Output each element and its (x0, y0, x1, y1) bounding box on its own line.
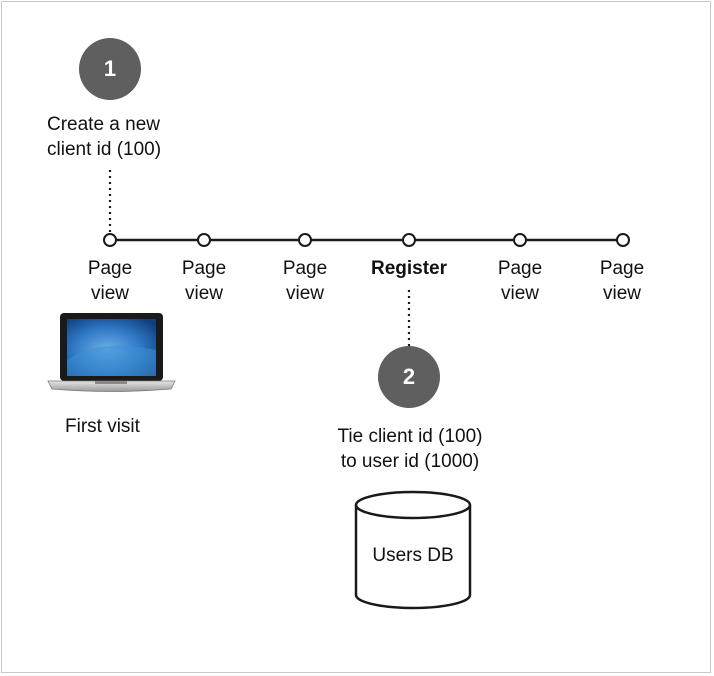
timeline-label-6-line-1: Page (599, 258, 645, 279)
step-1-line-1: Create a new (47, 114, 161, 135)
timeline-label-5: Page view (475, 256, 565, 306)
database-label: Users DB (372, 545, 454, 566)
first-visit-label: First visit (65, 416, 140, 437)
timeline-label-4-line-1: Register (370, 258, 448, 279)
timeline-node-5 (513, 233, 527, 247)
timeline-label-1-line-2: view (90, 283, 129, 304)
timeline-label-6-line-2: view (602, 283, 641, 304)
timeline-node-3 (298, 233, 312, 247)
timeline-label-5-line-1: Page (497, 258, 543, 279)
step-1-description: Create a new client id (100) (47, 112, 161, 162)
laptop-icon (47, 313, 176, 392)
timeline-label-3-line-1: Page (282, 258, 328, 279)
step-1-number: 1 (103, 56, 117, 81)
timeline-node-4 (402, 233, 416, 247)
step-1-badge (79, 38, 141, 100)
timeline-node-6 (616, 233, 630, 247)
timeline-label-3: Page view (260, 256, 350, 306)
timeline-label-2-line-2: view (184, 283, 223, 304)
timeline-label-5-line-2: view (500, 283, 539, 304)
timeline-label-2-line-1: Page (181, 258, 227, 279)
step-2-description: Tie client id (100) to user id (1000) (310, 424, 510, 474)
step-2-line-2: to user id (1000) (340, 451, 480, 472)
timeline-label-register: Register (364, 256, 454, 281)
step-2-number: 2 (402, 364, 416, 389)
timeline-node-1 (103, 233, 117, 247)
timeline-label-1-line-1: Page (87, 258, 133, 279)
step-2-badge (378, 346, 440, 408)
timeline-label-3-line-2: view (285, 283, 324, 304)
timeline-label-6: Page view (577, 256, 667, 306)
timeline-label-1: Page view (65, 256, 155, 306)
database-cylinder-icon (354, 490, 472, 610)
timeline-node-2 (197, 233, 211, 247)
timeline-label-2: Page view (159, 256, 249, 306)
step-1-line-2: client id (100) (47, 139, 162, 160)
step-2-line-1: Tie client id (100) (337, 426, 483, 447)
